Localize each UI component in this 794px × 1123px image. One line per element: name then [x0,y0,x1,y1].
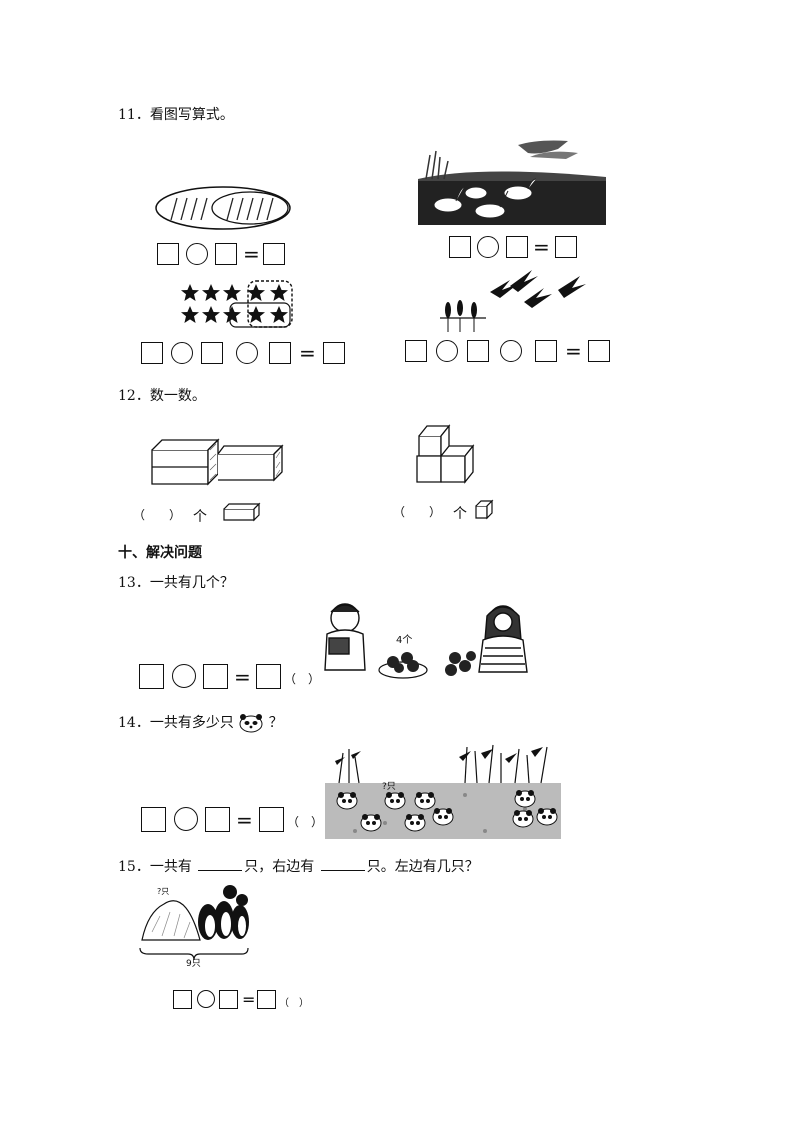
answer-box[interactable] [535,340,557,362]
brace-total-label: 9只 [186,959,201,969]
answer-box[interactable] [215,243,237,265]
answer-box[interactable] [256,664,281,689]
answer-box[interactable] [259,807,284,832]
answer-box[interactable] [203,664,228,689]
answer-box[interactable] [467,340,489,362]
answer-box[interactable] [219,990,238,1009]
q15-part2: 只，右边有 [244,859,315,875]
cuboid-stack-picture [151,438,284,486]
answer-paren[interactable]: （ ） [279,998,309,1009]
answer-box[interactable] [205,807,230,832]
equals-sign: = [236,808,253,832]
equals-sign: = [242,990,256,1009]
answer-box[interactable] [157,243,179,265]
operator-circle[interactable] [197,990,215,1008]
children-apples-picture [324,603,528,679]
answer-box[interactable] [201,342,223,364]
q11-title: 11．看图写算式。 [118,107,234,123]
answer-box[interactable] [257,990,276,1009]
operator-circle[interactable] [186,243,208,265]
answer-box[interactable] [323,342,345,364]
q14-title-suffix: ？ [268,715,283,731]
fill-blank[interactable] [198,858,243,871]
operator-circle[interactable] [477,236,499,258]
q14-title-prefix: 14．一共有多少只 [118,715,234,731]
answer-box[interactable] [263,243,285,265]
panda-count-label: ?只 [382,782,396,792]
rice-grain-picture [155,186,291,230]
equals-sign: = [533,235,550,259]
unit-label: 个 [193,509,207,525]
birds-picture [440,270,586,332]
top-count-label: ?只 [157,887,170,896]
cube-icon [475,499,494,520]
pandas-bamboo-picture [325,744,561,839]
q15-title: 15．一共有 只，右边有 只。左边有几只？ [118,856,479,876]
q12-title: 12．数一数。 [118,388,206,404]
answer-box[interactable] [449,236,471,258]
answer-paren[interactable]: （ ） [133,508,182,522]
stars-picture [181,280,293,328]
answer-box[interactable] [588,340,610,362]
operator-circle[interactable] [174,807,198,831]
fill-blank[interactable] [320,858,365,871]
answer-paren[interactable]: （ ） [287,815,324,829]
penguins-rock-picture [139,885,249,961]
answer-box[interactable] [405,340,427,362]
panda-icon [239,714,263,733]
answer-box[interactable] [506,236,528,258]
operator-circle[interactable] [436,340,458,362]
operator-circle[interactable] [236,342,258,364]
answer-box[interactable] [269,342,291,364]
equals-sign: = [243,242,260,266]
q13-title: 13．一共有几个？ [118,575,234,591]
answer-box[interactable] [139,664,164,689]
q15-part1: 15．一共有 [118,859,192,875]
cuboid-icon [223,502,261,522]
swans-lake-picture [418,140,606,225]
cube-stack-picture [416,424,475,484]
answer-box[interactable] [141,807,166,832]
answer-paren[interactable]: （ ） [393,505,442,519]
operator-circle[interactable] [172,664,196,688]
section-title: 十、解决问题 [118,545,202,561]
operator-circle[interactable] [171,342,193,364]
equals-sign: = [299,341,316,365]
operator-circle[interactable] [500,340,522,362]
q14-title: 14．一共有多少只 ？ [118,712,283,733]
equals-sign: = [234,665,251,689]
apple-count-label: 4个 [396,635,413,646]
answer-box[interactable] [555,236,577,258]
answer-paren[interactable]: （ ） [284,672,321,686]
equals-sign: = [565,339,582,363]
unit-label: 个 [453,506,467,522]
answer-box[interactable] [141,342,163,364]
q15-part3: 只。左边有几只？ [366,859,479,875]
answer-box[interactable] [173,990,192,1009]
